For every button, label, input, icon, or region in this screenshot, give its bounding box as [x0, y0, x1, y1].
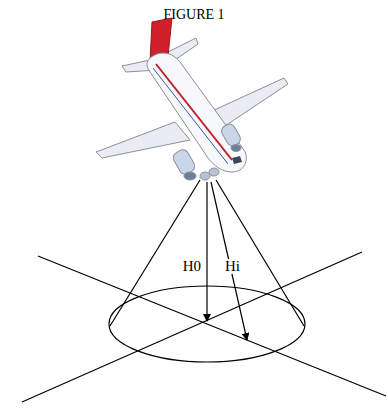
beam-edge [110, 180, 200, 326]
airplane [96, 18, 288, 180]
beam-edge [216, 180, 304, 326]
ground-axis [38, 256, 386, 396]
ground-axis [22, 252, 362, 402]
range-label: H0 [182, 259, 202, 274]
figure-title: FIGURE 1 [0, 8, 388, 22]
range-label: Hi [224, 259, 241, 274]
slant-arrow [211, 182, 247, 340]
nadir-arrow [206, 182, 207, 321]
